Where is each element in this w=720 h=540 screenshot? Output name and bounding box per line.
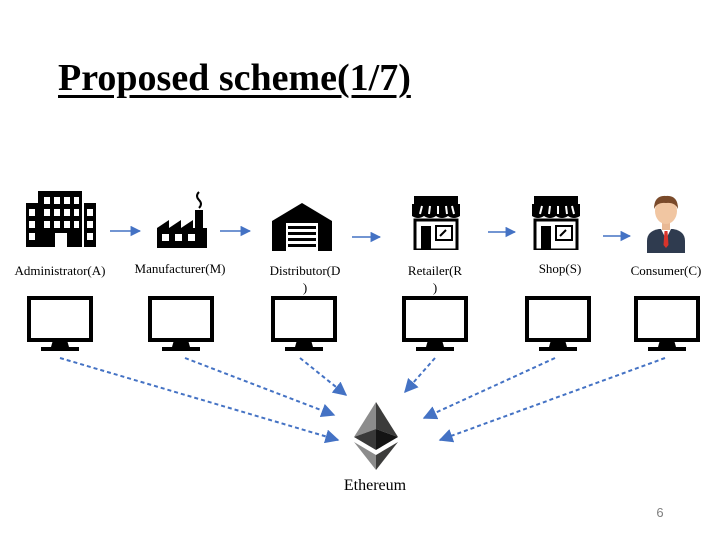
- distributor-label-line1: Distributor(D: [269, 263, 341, 278]
- factory-icon: [157, 191, 207, 248]
- warehouse-icon: [272, 203, 332, 251]
- monitor-icon-consumer: [634, 296, 700, 351]
- distributor-label: Distributor(D ): [255, 262, 355, 296]
- monitor-icon-retailer: [402, 296, 468, 351]
- office-building-icon: [26, 191, 96, 247]
- storefront-icon: [412, 196, 460, 250]
- slide-title: Proposed scheme(1/7): [58, 57, 411, 99]
- retailer-label-line1: Retailer(R: [407, 263, 463, 278]
- administrator-label: Administrator(A): [14, 263, 106, 278]
- link-distributor-to-ethereum: [299, 357, 348, 396]
- distributor-label-line2: ): [302, 280, 308, 295]
- link-retailer-to-ethereum: [404, 357, 436, 394]
- link-consumer-to-ethereum: [438, 357, 666, 443]
- retailer-label-line2: ): [432, 280, 438, 295]
- link-manufacturer-to-ethereum: [184, 357, 336, 418]
- consumer-label: Consumer(C): [630, 263, 702, 278]
- shop-label: Shop(S): [538, 261, 582, 276]
- manufacturer-label: Manufacturer(M): [134, 261, 226, 276]
- page-number: 6: [656, 505, 664, 520]
- ethereum-label: Ethereum: [343, 477, 407, 494]
- person-icon: [647, 195, 685, 253]
- storefront-icon: [532, 196, 580, 250]
- link-shop-to-ethereum: [422, 357, 556, 420]
- retailer-label: Retailer(R ): [385, 262, 485, 296]
- monitor-icon-distributor: [271, 296, 337, 351]
- link-admin-to-ethereum: [59, 357, 340, 444]
- monitor-icon-shop: [525, 296, 591, 351]
- monitor-icon-manufacturer: [148, 296, 214, 351]
- monitor-icon-administrator: [27, 296, 93, 351]
- ethereum-logo-icon: [354, 402, 398, 470]
